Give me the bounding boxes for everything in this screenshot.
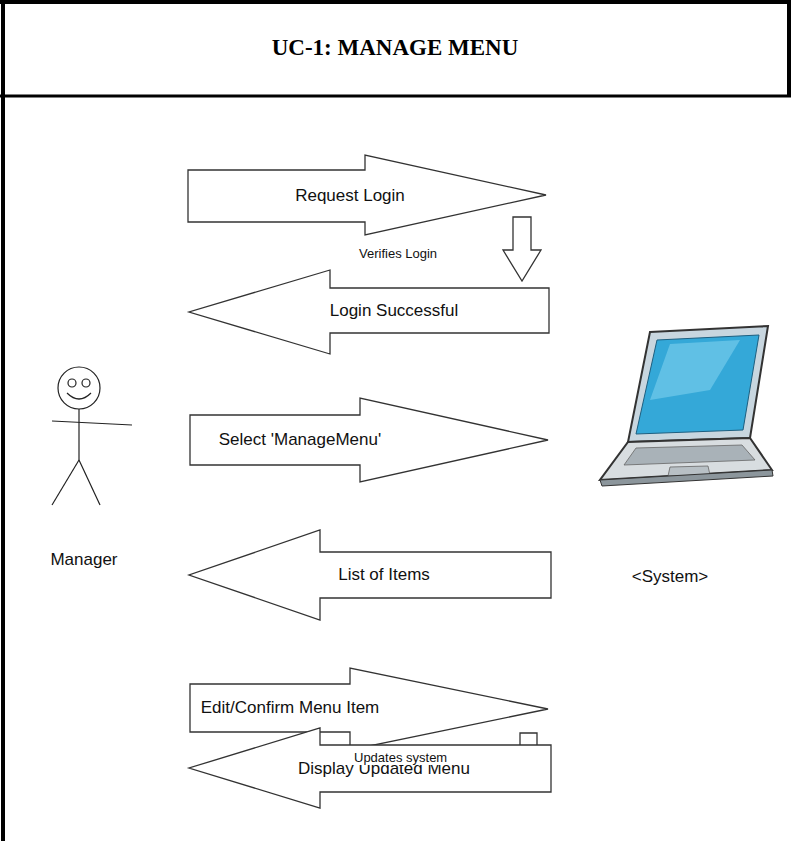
eye [82, 379, 90, 387]
block-arrow: Request Login [188, 155, 546, 235]
block-arrow: Display Updated Menu [189, 728, 551, 808]
block-arrow: List of Items [189, 530, 551, 620]
laptop-screen [636, 335, 759, 434]
block-arrow: Select 'ManageMenu' [190, 398, 548, 482]
frame-line [1, 0, 5, 841]
side-note: Verifies Login [357, 246, 439, 261]
stick-figure [52, 367, 132, 505]
laptop-edge [600, 470, 773, 486]
diagram-title: UC-1: MANAGE MENU [0, 0, 790, 95]
laptop-lid [628, 326, 768, 442]
arrow-label: Login Successful [330, 301, 459, 321]
arrow-outline [188, 155, 546, 235]
node-label: Manager [50, 550, 117, 570]
arrow-outline [189, 270, 549, 354]
block-arrow: Login Successful [189, 270, 549, 354]
arrow-label: List of Items [338, 565, 430, 585]
laptop-illustration [600, 326, 773, 486]
leg [52, 460, 79, 505]
arrow-outline [189, 530, 551, 620]
node-label: <System> [632, 567, 709, 587]
frame-line [0, 95, 791, 98]
system-node: <System> [590, 320, 780, 590]
arrow-outline [190, 668, 548, 750]
actor: Manager [30, 355, 150, 585]
arrow-outline [189, 728, 551, 808]
arrow-outline [190, 398, 548, 482]
block-arrow: Edit/Confirm Menu Item [190, 668, 548, 750]
shape [590, 320, 780, 590]
keyboard [624, 445, 755, 465]
head [58, 367, 100, 409]
arrow-label: Request Login [295, 186, 405, 206]
torso [78, 409, 79, 460]
leg [79, 460, 100, 505]
arrow-label: Select 'ManageMenu' [219, 430, 381, 450]
frame-line [0, 0, 790, 4]
screen-glare [650, 340, 740, 400]
arrow-label: Edit/Confirm Menu Item [201, 698, 380, 718]
mouth [67, 393, 91, 399]
arms [52, 421, 132, 425]
side-note: Updates system [352, 750, 449, 765]
eye [68, 379, 76, 387]
frame-line [787, 0, 791, 96]
